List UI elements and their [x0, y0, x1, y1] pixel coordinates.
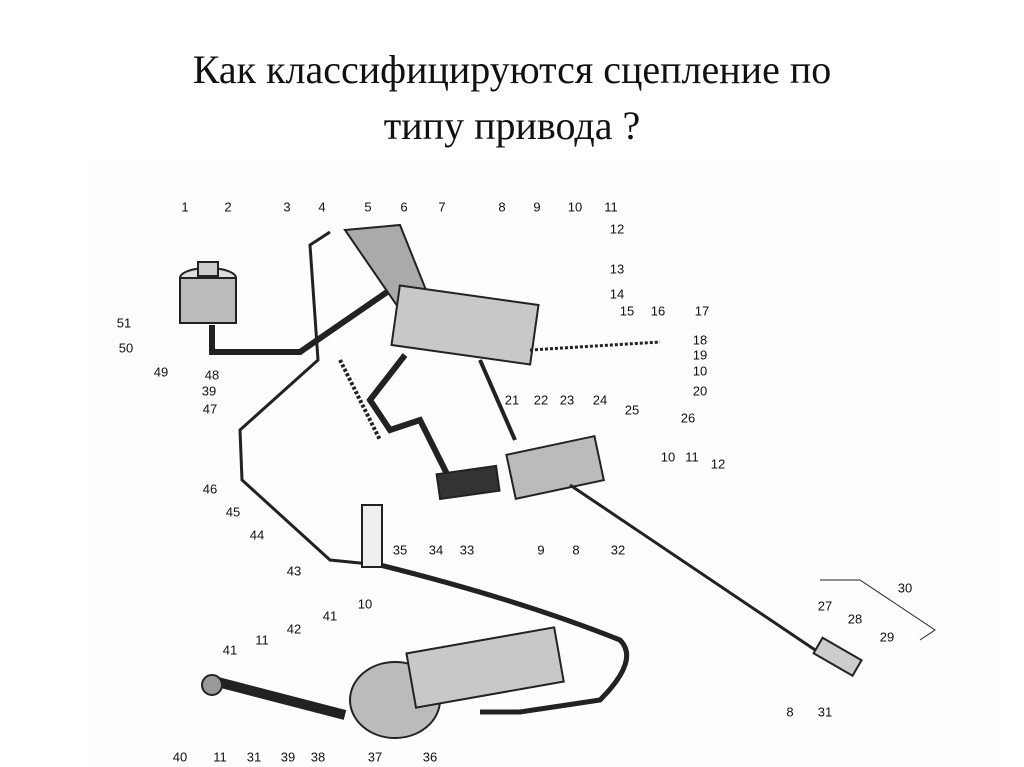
- part-callout-label: 39: [201, 383, 217, 399]
- part-callout-label: 24: [592, 392, 608, 408]
- fluid-reservoir: [179, 261, 392, 355]
- part-callout-label: 28: [847, 611, 863, 627]
- title-line-2: типу привода ?: [383, 103, 641, 148]
- part-callout-label: 16: [650, 303, 666, 319]
- part-callout-label: 10: [357, 596, 373, 612]
- part-callout-label: 45: [225, 504, 241, 520]
- part-callout-label: 18: [692, 332, 708, 348]
- part-callout-label: 4: [318, 199, 326, 215]
- part-callout-label: 51: [116, 315, 132, 331]
- part-callout-label: 46: [202, 481, 218, 497]
- part-callout-label: 35: [392, 542, 408, 558]
- part-callout-label: 11: [255, 632, 269, 648]
- part-callout-label: 31: [817, 704, 833, 720]
- part-callout-label: 37: [367, 749, 383, 765]
- part-callout-label: 39: [280, 749, 296, 765]
- title-line-1: Как классифицируются сцепление по: [192, 47, 832, 92]
- clutch-drive-drawing: [179, 223, 936, 739]
- part-callout-label: 9: [537, 542, 545, 558]
- part-callout-label: 20: [692, 383, 708, 399]
- part-callout-label: 41: [322, 608, 338, 624]
- part-callout-label: 41: [222, 642, 238, 658]
- part-callout-label: 5: [364, 199, 372, 215]
- part-callout-label: 10: [692, 363, 708, 379]
- part-callout-label: 9: [533, 199, 541, 215]
- part-callout-label: 2: [224, 199, 232, 215]
- part-callout-label: 44: [249, 527, 265, 543]
- part-callout-label: 8: [786, 704, 794, 720]
- part-callout-label: 6: [400, 199, 408, 215]
- part-callout-label: 31: [246, 749, 262, 765]
- part-callout-label: 10: [567, 199, 583, 215]
- part-callout-label: 29: [879, 629, 895, 645]
- part-callout-label: 25: [624, 402, 640, 418]
- part-callout-label: 32: [610, 542, 626, 558]
- part-callout-label: 11: [213, 749, 227, 765]
- part-callout-label: 49: [153, 364, 169, 380]
- part-callout-label: 50: [118, 340, 134, 356]
- part-callout-label: 33: [459, 542, 475, 558]
- part-callout-label: 48: [204, 367, 220, 383]
- part-callout-label: 43: [286, 563, 302, 579]
- part-callout-label: 7: [438, 199, 446, 215]
- part-callout-label: 8: [498, 199, 506, 215]
- clutch-pedal: [366, 353, 501, 501]
- pneumatic-booster: [201, 626, 565, 739]
- part-callout-label: 40: [172, 749, 188, 765]
- part-callout-label: 3: [283, 199, 291, 215]
- part-callout-label: 1: [181, 199, 189, 215]
- part-callout-label: 21: [504, 392, 520, 408]
- part-callout-label: 10: [660, 449, 676, 465]
- part-callout-label: 23: [559, 392, 575, 408]
- part-callout-label: 13: [609, 261, 625, 277]
- slide-title: Как классифицируются сцепление по типу п…: [0, 42, 1024, 154]
- part-callout-label: 27: [817, 598, 833, 614]
- part-callout-label: 11: [685, 449, 699, 465]
- part-callout-label: 47: [202, 401, 218, 417]
- part-callout-label: 14: [609, 286, 625, 302]
- part-callout-label: 26: [680, 410, 696, 426]
- part-callout-label: 17: [694, 303, 710, 319]
- part-callout-label: 19: [692, 347, 708, 363]
- part-callout-label: 30: [897, 580, 913, 596]
- master-cylinder: [343, 223, 540, 366]
- part-callout-label: 8: [572, 542, 580, 558]
- part-callout-label: 34: [428, 542, 444, 558]
- part-callout-label: 11: [604, 199, 618, 215]
- part-callout-label: 36: [422, 749, 438, 765]
- part-callout-label: 12: [609, 221, 625, 237]
- part-callout-label: 22: [533, 392, 549, 408]
- part-callout-label: 42: [286, 621, 302, 637]
- part-callout-label: 38: [310, 749, 326, 765]
- part-callout-label: 12: [710, 456, 726, 472]
- part-callout-label: 15: [619, 303, 635, 319]
